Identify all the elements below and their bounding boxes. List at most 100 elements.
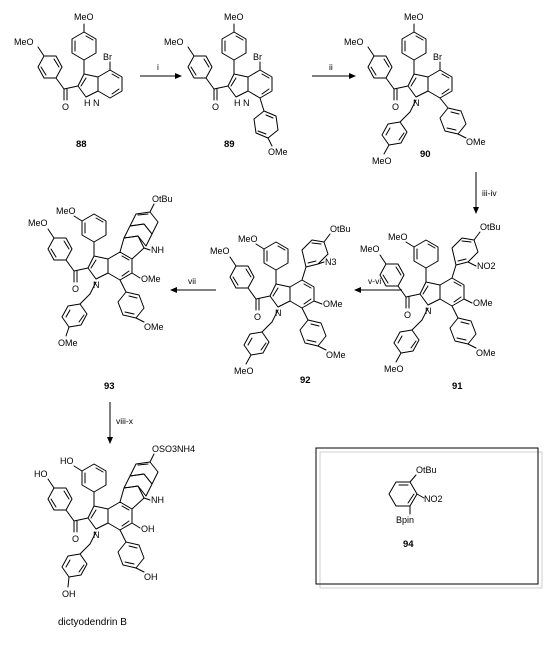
reagent-box-94 <box>315 447 543 589</box>
hydroxy-bond <box>67 576 70 588</box>
label-89-nh: H N <box>234 98 250 108</box>
aryl-link <box>119 529 127 543</box>
methoxy-bond <box>383 144 390 155</box>
aryl-link <box>119 279 127 293</box>
label-88-meo-top: MeO <box>74 12 94 22</box>
methoxy-bond <box>73 215 83 222</box>
anisyl-ring <box>221 31 247 61</box>
anisyl-ring <box>401 31 427 61</box>
double-bond <box>95 217 104 223</box>
methoxy-bond <box>463 298 473 304</box>
double-bond <box>450 111 460 115</box>
label-dd-ho-top: HO <box>60 456 74 466</box>
double-bond <box>124 311 135 315</box>
label-91-meo-bottom: MeO <box>384 364 404 374</box>
otbu-bond <box>409 474 417 483</box>
methoxy-bond <box>187 46 195 57</box>
double-bond <box>85 35 94 41</box>
hydroxy-bond <box>47 478 55 489</box>
double-bond <box>272 287 279 297</box>
label-dd-oh-aryl: OH <box>144 572 158 582</box>
boronate-ring <box>388 481 418 507</box>
aryl-link <box>439 97 449 109</box>
condition-vii: vii <box>188 276 196 286</box>
box-frame <box>315 447 539 585</box>
double-bond <box>265 114 274 119</box>
compound-91-number: 91 <box>452 381 463 392</box>
otbu-bond <box>323 233 331 243</box>
label-93-ome-core: OMe <box>141 274 161 284</box>
label-89-br: Br <box>253 52 262 62</box>
double-bond <box>245 268 252 278</box>
double-bond <box>257 130 267 135</box>
double-bond <box>50 498 57 508</box>
double-bond <box>247 337 253 346</box>
double-bond <box>427 243 436 249</box>
aryl-link <box>55 77 65 90</box>
label-94-otbu: OtBu <box>416 465 437 475</box>
label-89-meo-top: MeO <box>224 12 244 22</box>
label-dd-oh-core: OH <box>141 524 155 534</box>
label-88-br: Br <box>103 52 112 62</box>
double-bond <box>410 340 417 349</box>
double-bond <box>415 35 424 41</box>
arrowhead <box>107 437 113 444</box>
methoxy-bond <box>267 137 273 147</box>
label-dd-o: O <box>72 534 79 544</box>
carbonyl-link <box>63 85 79 90</box>
label-90-ome: OMe <box>466 137 486 147</box>
double-bond <box>310 323 320 327</box>
double-bond <box>370 66 377 76</box>
compound-dictyodendrin-b-name: dictyodendrin B <box>58 617 127 628</box>
n-ethyl-chain <box>89 281 97 295</box>
hydroxy-bond <box>131 522 141 529</box>
compound-88-number: 88 <box>76 139 87 150</box>
methoxy-bond <box>457 133 467 139</box>
carbazole-outer-ring <box>129 211 159 235</box>
methoxy-bond <box>317 345 327 351</box>
double-bond <box>457 258 467 262</box>
label-92-n: N <box>275 308 282 318</box>
double-bond <box>190 66 197 76</box>
label-88-o: O <box>62 102 69 112</box>
condition-ii: ii <box>329 62 333 72</box>
anisyl-ring <box>439 107 467 135</box>
label-90-o: O <box>392 102 399 112</box>
aryl-link <box>451 264 457 279</box>
label-90-n: N <box>413 98 420 108</box>
anisyl-ring <box>299 319 327 347</box>
label-89-o: O <box>212 102 219 112</box>
label-dd-nh: NH <box>151 495 164 505</box>
label-dd-oh-bottom: OH <box>62 589 76 599</box>
hydroxy-bond <box>135 567 145 573</box>
double-bond <box>40 66 47 76</box>
label-91-ome-core: OMe <box>473 298 493 308</box>
aryl-link <box>259 97 265 112</box>
compound-90 <box>367 23 467 155</box>
carbazole-ring <box>123 473 153 497</box>
double-bond <box>230 77 237 87</box>
methoxy-bond <box>47 228 55 239</box>
double-bond <box>121 505 130 511</box>
indole-benzene-ring <box>439 277 465 307</box>
nitro-bond <box>467 261 477 267</box>
double-bond <box>65 559 71 568</box>
indole-benzene-ring <box>247 69 273 99</box>
anisoyl-ring <box>37 55 63 79</box>
double-bond <box>53 58 60 68</box>
n-ethyl-chain <box>79 543 91 555</box>
label-92-n3: N3 <box>325 257 337 267</box>
double-bond <box>461 240 472 243</box>
anisyl-ring <box>263 241 289 271</box>
aryl-link <box>451 305 459 319</box>
double-bond <box>441 88 450 95</box>
label-dd-oso3nh4: OSO3NH4 <box>152 444 195 454</box>
compound-91 <box>379 231 481 363</box>
otbu-bond <box>473 231 481 241</box>
methoxy-bond <box>135 317 145 323</box>
n-ethyl-chain <box>79 293 91 305</box>
double-bond <box>260 342 267 351</box>
anisyl-ring <box>71 31 97 61</box>
label-90-meo-left: MeO <box>344 37 364 47</box>
